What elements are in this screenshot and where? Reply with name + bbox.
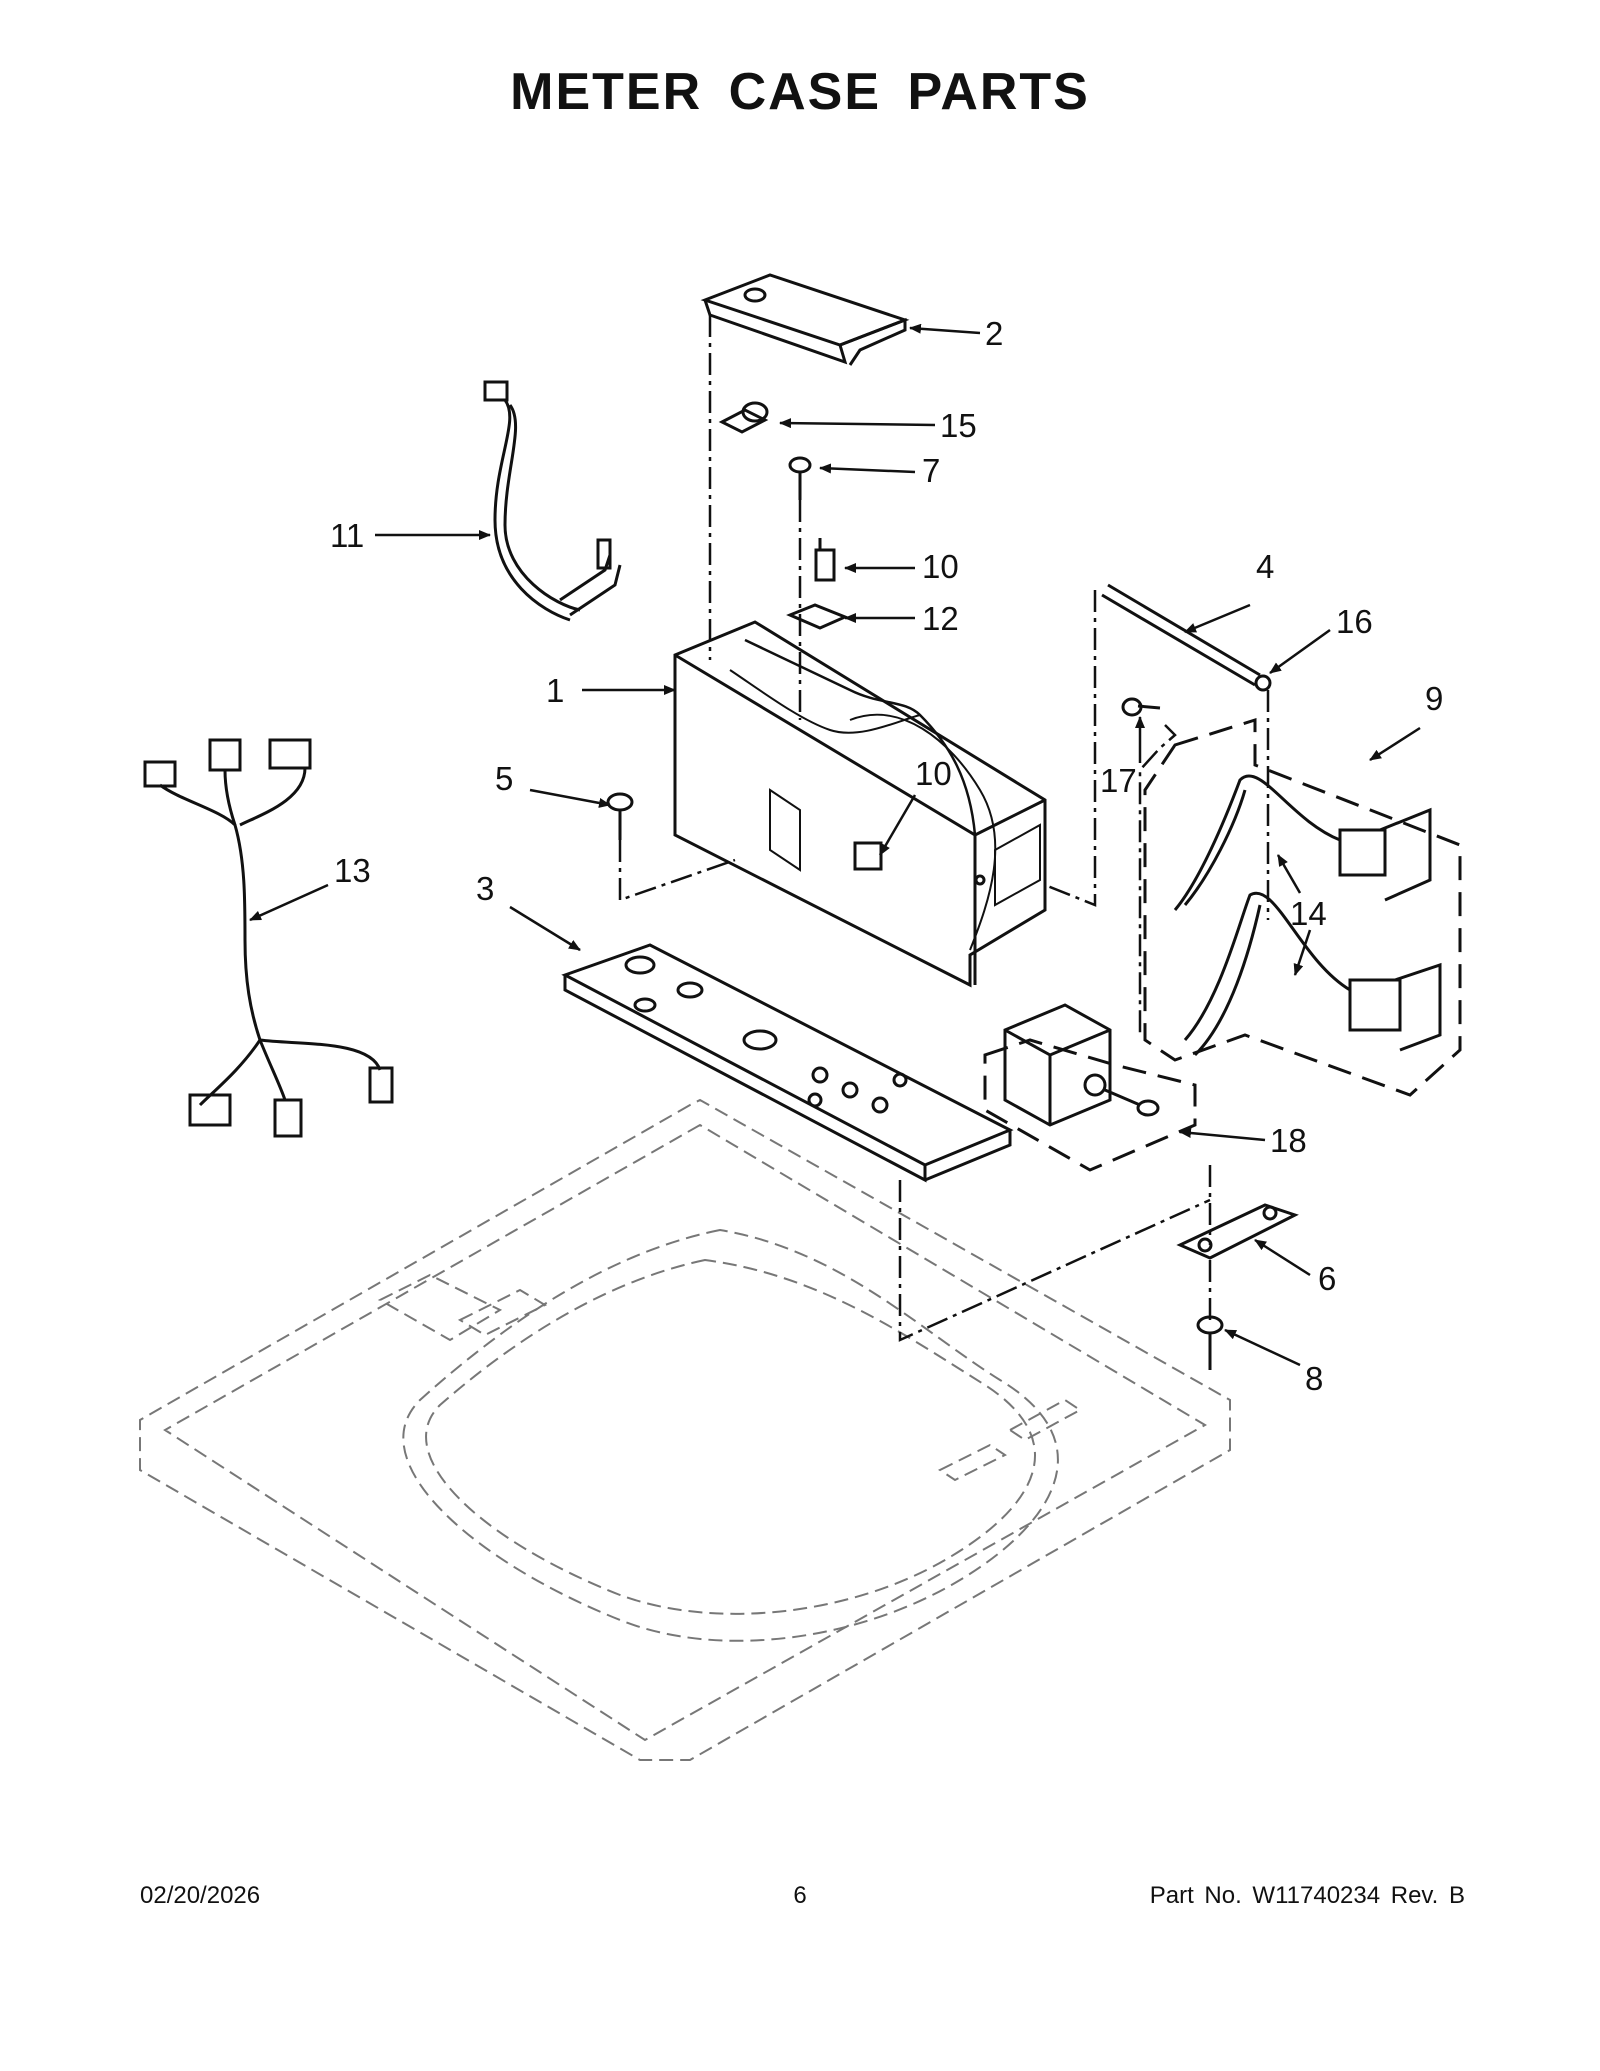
page-title: METER CASE PARTS xyxy=(510,63,1090,121)
callout-4: 4 xyxy=(1256,548,1274,585)
callout-3: 3 xyxy=(476,870,494,907)
wire-harness-11 xyxy=(483,380,622,622)
small-parts xyxy=(606,401,1299,1370)
leader-arrows xyxy=(249,323,1421,1367)
group-outlines xyxy=(983,717,1462,1172)
callout-10-upper: 10 xyxy=(922,548,959,585)
footer-page-number: 6 xyxy=(793,1882,807,1909)
callout-1: 1 xyxy=(546,672,564,709)
meter-case-box xyxy=(673,620,1047,988)
cabinet-top-phantom xyxy=(139,1098,1231,1761)
mounting-plate xyxy=(561,943,1014,1183)
wire-harness-13 xyxy=(143,738,394,1138)
callout-5: 5 xyxy=(495,760,513,797)
callout-16: 16 xyxy=(1336,603,1373,640)
callout-9: 9 xyxy=(1425,680,1443,717)
assembly-lines xyxy=(618,315,1270,1342)
callout-17: 17 xyxy=(1100,762,1137,799)
callout-8: 8 xyxy=(1305,1360,1323,1397)
callout-11: 11 xyxy=(330,517,364,554)
rod-4 xyxy=(1101,583,1272,692)
callout-13: 13 xyxy=(334,852,371,889)
callout-14-upper: 14 xyxy=(1290,895,1327,932)
callout-labels: 1 2 3 4 5 6 7 8 9 10 10 11 12 13 14 14 1… xyxy=(330,315,1443,1397)
callout-6: 6 xyxy=(1318,1260,1336,1297)
footer-part-number: Part No. W11740234 Rev. B xyxy=(1149,1882,1465,1909)
valve-assembly xyxy=(1173,774,1442,1057)
callout-18: 18 xyxy=(1270,1122,1307,1159)
callout-12: 12 xyxy=(922,600,959,637)
callout-7: 7 xyxy=(922,452,940,489)
footer-date: 02/20/2026 xyxy=(140,1882,261,1909)
meter-case-cover xyxy=(700,273,910,366)
callout-15: 15 xyxy=(940,407,977,444)
callout-2: 2 xyxy=(985,315,1003,352)
callout-10-lower: 10 xyxy=(915,755,952,792)
